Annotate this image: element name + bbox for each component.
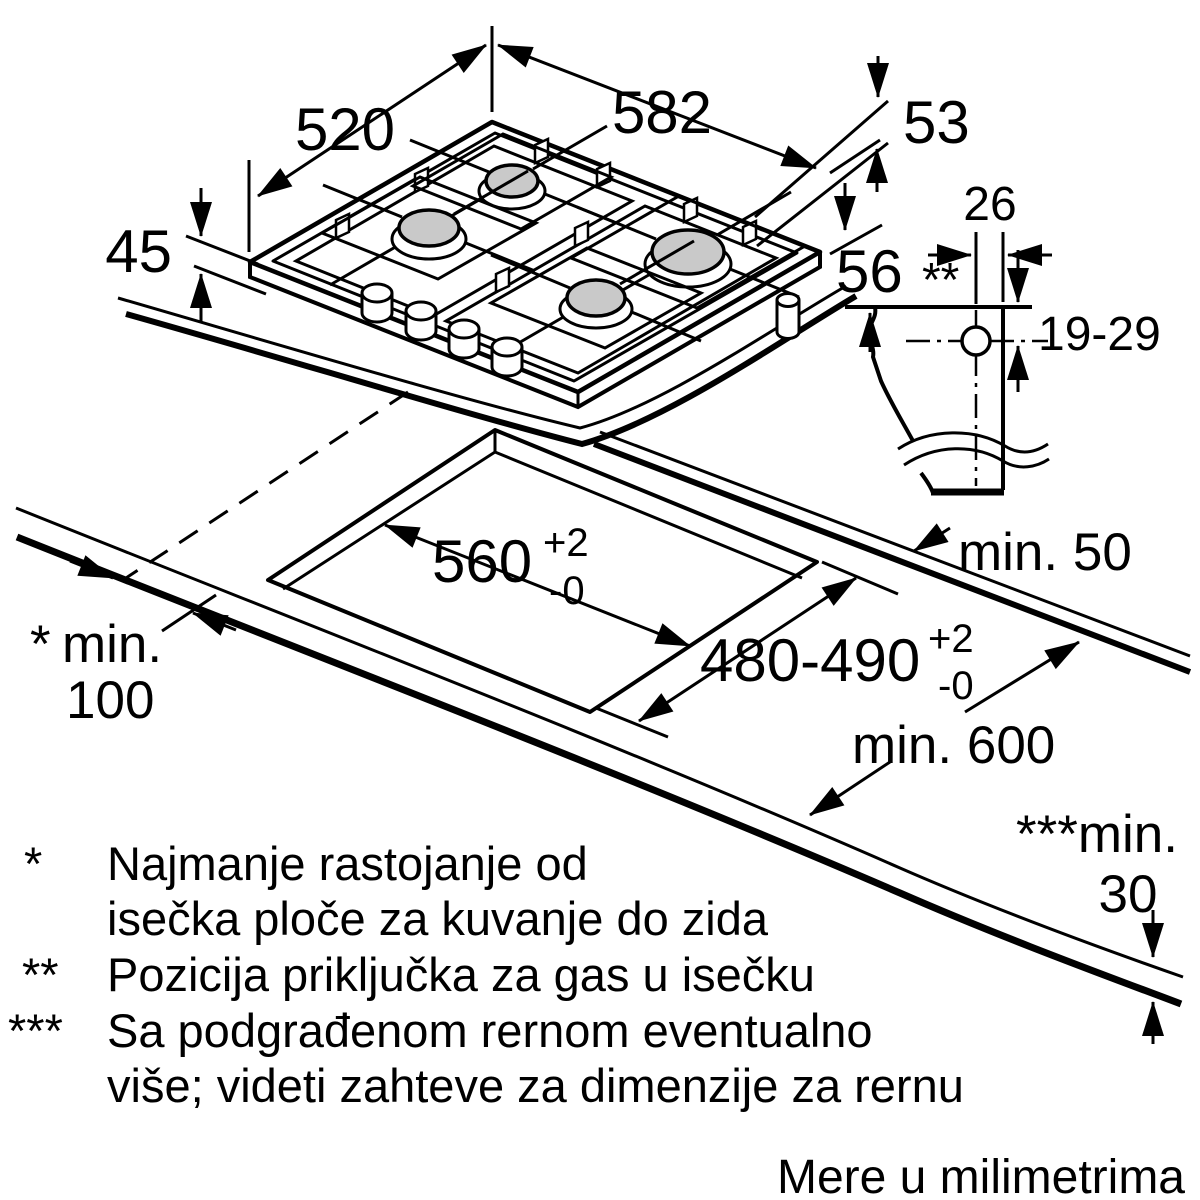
clearance-rear-label: min. 50 (958, 523, 1132, 582)
gas-hole-icon (960, 325, 992, 357)
wall-edge-inner (599, 430, 1191, 658)
clearance-side-marker: * (30, 615, 51, 674)
dim-56-label: 56 (836, 238, 903, 305)
clearance-front-arrow-rear (964, 640, 1080, 714)
control-knobs (360, 282, 524, 378)
knob-icon (490, 336, 524, 378)
dim-480-extension-lower (595, 706, 669, 739)
dim-582-line (497, 43, 817, 170)
gas-pipe-icon (775, 292, 801, 340)
clearance-side-label-line2: 100 (66, 671, 154, 730)
gas-position-marker: ** (922, 254, 959, 307)
hob-top-dimensions (247, 26, 881, 252)
footnote-1-line-2: isečka ploče za kuvanje do zida (107, 892, 769, 945)
footnote-3-line-2: više; videti zahteve za dimenzije za rer… (107, 1059, 964, 1112)
cutout-width-label: 560 (432, 528, 532, 595)
dim-26-label: 26 (963, 178, 1016, 231)
dim-19-29-label: 19-29 (1038, 308, 1161, 361)
clearance-side-arrow-2 (192, 611, 237, 636)
footnote-1-line-1: Najmanje rastojanje od (107, 837, 588, 890)
hob-height-dimension (185, 188, 267, 322)
dim-520-label: 520 (295, 96, 395, 163)
burner-cap-icon (650, 228, 726, 276)
hob-isometric-view (117, 119, 858, 448)
clearance-side-arrow-1 (69, 555, 114, 580)
clearance-side-label-line1: min. (62, 615, 162, 674)
dim-582-label: 582 (612, 79, 712, 146)
worktop-front-bottom-edge (15, 533, 1183, 1008)
burner-left (318, 169, 540, 287)
burner-right (567, 190, 809, 314)
clearance-side-tick (161, 593, 217, 633)
dim-480-line (638, 576, 857, 723)
units-note: Mere u milimetrima (777, 1151, 1185, 1200)
projection-dashed-line (125, 390, 409, 580)
cutout-depth-tol-plus: +2 (928, 617, 974, 661)
bracket-break-line (897, 431, 1049, 454)
cutout-depth-label: 480-490 (700, 627, 920, 694)
clearance-front-arrow-front (809, 760, 891, 817)
worktop-front-top-edge (15, 506, 1184, 979)
dim-45-label: 45 (105, 218, 172, 285)
knob-icon (447, 318, 481, 360)
worktop-thickness-label: ***min. (1016, 805, 1178, 864)
knob-icon (360, 282, 394, 324)
cutout-width-tol-plus: +2 (543, 521, 589, 565)
bracket-left-profile (866, 306, 915, 442)
clearance-front-label: min. 600 (852, 716, 1055, 775)
clearance-rear-arrow (913, 523, 951, 553)
cutout-dimensions (69, 523, 1164, 1044)
footnote-3-marker: *** (8, 1004, 63, 1057)
footnote-2-marker: ** (22, 948, 59, 1001)
cutout-inner-edge (282, 450, 803, 591)
hob-side-dimensions (754, 56, 889, 352)
cutout-depth-tol-minus: -0 (938, 664, 974, 708)
dim-520-line (257, 43, 487, 198)
footnotes: * Najmanje rastojanje od isečka ploče za… (8, 837, 964, 1112)
gas-connection-detail (845, 232, 1052, 496)
hob-skirt-lower (125, 293, 858, 448)
footnote-3-line-1: Sa podgrađenom rernom eventualno (107, 1004, 873, 1057)
knob-icon (404, 300, 438, 342)
bracket-break-line (903, 447, 1050, 469)
dim-53-label: 53 (903, 89, 970, 156)
burner-cap-icon (397, 208, 461, 248)
pan-support-frame-right (442, 204, 780, 375)
worktop-thickness-value: 30 (1099, 865, 1158, 924)
wall-edge-outer (592, 441, 1192, 675)
footnote-1-marker: * (24, 837, 42, 890)
hob-skirt-upper (117, 284, 847, 430)
burner-cap-icon (565, 278, 627, 318)
burner-front (487, 239, 705, 357)
footnote-2-line-1: Pozicija priključka za gas u isečku (107, 948, 815, 1001)
dim-582-extension (829, 138, 881, 175)
cutout-width-tol-minus: -0 (549, 569, 585, 613)
dim-480-extension-upper (821, 560, 899, 596)
